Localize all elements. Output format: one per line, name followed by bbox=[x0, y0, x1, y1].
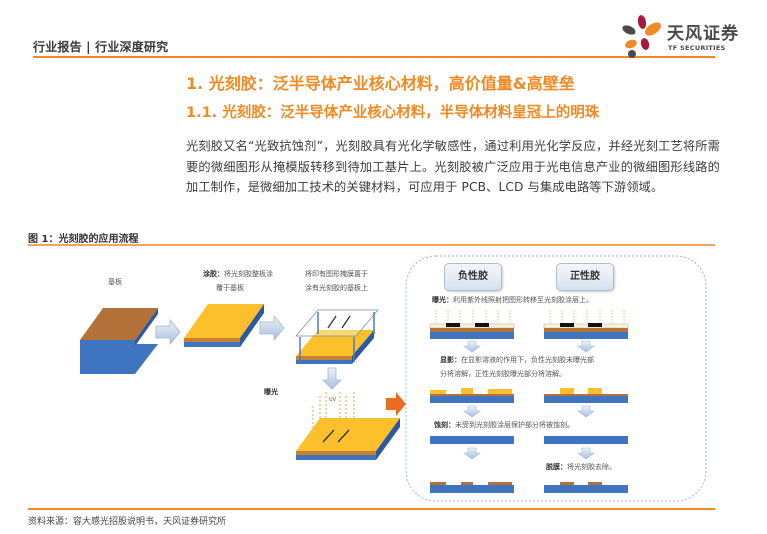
exposure-label: 曝光： bbox=[432, 296, 453, 304]
body-paragraph: 光刻胶又名“光致抗蚀剂”，光刻胶具有光化学敏感性，通过利用光化学反应，并经光刻工… bbox=[186, 139, 720, 194]
section-heading-1-1: 1.1. 光刻胶：泛半导体产业核心材料，半导体材料皇冠上的明珠 bbox=[186, 105, 600, 121]
positive-exposure-wafer-icon bbox=[543, 310, 629, 339]
figure-source: 资料来源：容大感光招股说明书，天风证券研究所 bbox=[28, 517, 227, 527]
header-divider bbox=[33, 56, 715, 58]
down-arrow-icon bbox=[577, 447, 595, 460]
develop-label: 显影： bbox=[440, 356, 461, 364]
logo-chinese-name: 天风证券 bbox=[667, 24, 739, 44]
figure-top-divider bbox=[28, 244, 715, 246]
right-arrow-icon bbox=[259, 314, 285, 342]
positive-resist-label: 正性胶 bbox=[556, 263, 614, 291]
coating-text-1: 将光刻胶整板涂 bbox=[224, 270, 273, 278]
label-substrate: 基板 bbox=[108, 278, 122, 286]
positive-etched-wafer-icon bbox=[544, 436, 628, 444]
exposed-substrate-icon bbox=[296, 418, 400, 460]
mask-over-substrate-icon bbox=[295, 309, 379, 364]
uv-label: UV bbox=[329, 397, 337, 403]
diagram-graphics: UV bbox=[80, 255, 707, 502]
photoresist-process-diagram: 基板 涂胶：将光刻胶整板涂 覆于基板 将印有图形掩膜置于 涂有光刻胶的基板上 曝… bbox=[28, 246, 715, 508]
etch-description: 蚀刻：未受到光刻胶涂层保护部分将被蚀刻。 bbox=[434, 419, 574, 431]
negative-resist-label: 负性胶 bbox=[444, 263, 502, 291]
flower-logo-icon bbox=[622, 15, 661, 58]
down-arrow-icon bbox=[463, 447, 481, 460]
down-arrow-icon bbox=[322, 367, 342, 390]
substrate-plate-icon bbox=[80, 308, 158, 374]
label-mask-1: 将印有图形掩膜置于 bbox=[305, 270, 368, 278]
label-exposure: 曝光 bbox=[264, 388, 278, 396]
logo-english-name: TF SECURITIES bbox=[668, 44, 726, 52]
positive-stripped-wafer-icon bbox=[544, 482, 628, 493]
orange-right-arrow-icon bbox=[386, 392, 406, 416]
section-heading-1: 1. 光刻胶：泛半导体产业核心材料，高价值量&高壁垒 bbox=[186, 74, 575, 93]
right-arrow-icon bbox=[155, 318, 181, 346]
down-arrow-icon bbox=[577, 405, 595, 418]
label-coating-2: 覆于基板 bbox=[216, 284, 244, 292]
strip-label: 脱膜： bbox=[546, 463, 567, 471]
strip-text: 将光刻胶去除。 bbox=[567, 463, 616, 471]
strip-description: 脱膜：将光刻胶去除。 bbox=[546, 461, 616, 473]
exposure-description: 曝光：利用紫外线照射把图形转移至光刻胶涂层上。 bbox=[432, 294, 593, 306]
negative-etched-wafer-icon bbox=[430, 436, 514, 444]
process-panel-border bbox=[405, 255, 707, 502]
negative-exposure-wafer-icon bbox=[429, 310, 515, 339]
figure-title: 图 1：光刻胶的应用流程 bbox=[28, 234, 139, 245]
develop-description-2: 分将溶解，正性光刻胶曝光部分将溶解。 bbox=[440, 370, 566, 378]
label-coating: 涂胶：将光刻胶整板涂 bbox=[203, 268, 273, 280]
tf-securities-logo: 天风证券 TF SECURITIES bbox=[620, 14, 740, 58]
label-mask-2: 涂有光刻胶的基板上 bbox=[305, 284, 368, 292]
negative-stripped-wafer-icon bbox=[430, 482, 514, 493]
etch-label: 蚀刻： bbox=[434, 421, 455, 429]
negative-developed-wafer-icon bbox=[430, 388, 514, 403]
exposure-text: 利用紫外线照射把图形转移至光刻胶涂层上。 bbox=[453, 296, 593, 304]
down-arrow-icon bbox=[463, 340, 481, 353]
coating-label: 涂胶： bbox=[203, 270, 224, 278]
positive-developed-wafer-icon bbox=[544, 388, 628, 403]
etch-text: 未受到光刻胶涂层保护部分将被蚀刻。 bbox=[455, 421, 574, 429]
coated-substrate-icon bbox=[184, 304, 264, 347]
down-arrow-icon bbox=[577, 340, 595, 353]
develop-description: 显影：在显影溶液的作用下，负性光刻胶未曝光部 bbox=[440, 354, 594, 366]
report-breadcrumb: 行业报告 | 行业深度研究 bbox=[33, 40, 169, 54]
figure-bottom-divider bbox=[28, 508, 715, 510]
down-arrow-icon bbox=[463, 405, 481, 418]
develop-text-1: 在显影溶液的作用下，负性光刻胶未曝光部 bbox=[461, 356, 594, 364]
